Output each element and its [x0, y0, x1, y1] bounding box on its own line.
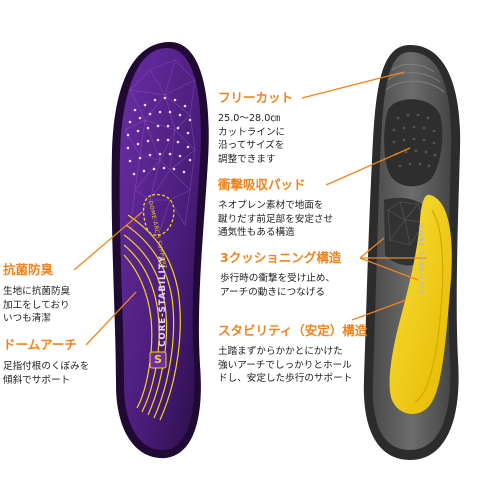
feature-description: ネオプレン素材で地面を 蹴りだす前足部を安定させ 通気性もある構造 [218, 200, 334, 239]
feature-description: 25.0～28.0㎝ カットラインに 沿ってサイズを 調整できます [218, 113, 286, 165]
left-insole-logo-letter: S [154, 353, 162, 366]
feature-title: ドームアーチ [3, 337, 77, 352]
feature-description: 歩行時の衝撃を受け止め、 アーチの動きにつなげる [220, 273, 336, 298]
feature-description: 足指付根のくぼみを 傾斜でサポート [3, 361, 90, 386]
insert-ridge [414, 209, 444, 403]
vent-dots [126, 96, 192, 176]
pad-dots [392, 113, 437, 168]
logo-tile [149, 351, 167, 369]
dome-arch-outline [142, 193, 175, 236]
shock-pad [384, 99, 443, 187]
leader-lines [73, 71, 426, 346]
stability-insert [389, 194, 452, 415]
feature-description: 土踏まずからかかとにかけた 強いアーチでしっかりとホール ドし、安定した歩行のサ… [218, 346, 353, 385]
right-insole [363, 45, 461, 460]
feature-title: スタビリティ（安定）構造 [218, 323, 368, 338]
feature-description: 生地に抗菌防臭 加工をしており いつも清潔 [3, 286, 71, 325]
right-insole-brand-text: CORE-STABILITY [417, 224, 425, 296]
left-insole [111, 41, 209, 459]
cut-lines [385, 63, 445, 93]
feature-title: 抗菌防臭 [3, 262, 54, 277]
feature-title: 3クッショニング構造 [220, 250, 342, 265]
insole-surface [119, 47, 201, 451]
feature-title: 衝撃吸収パッド [218, 177, 306, 192]
feature-title: フリーカット [218, 90, 294, 105]
